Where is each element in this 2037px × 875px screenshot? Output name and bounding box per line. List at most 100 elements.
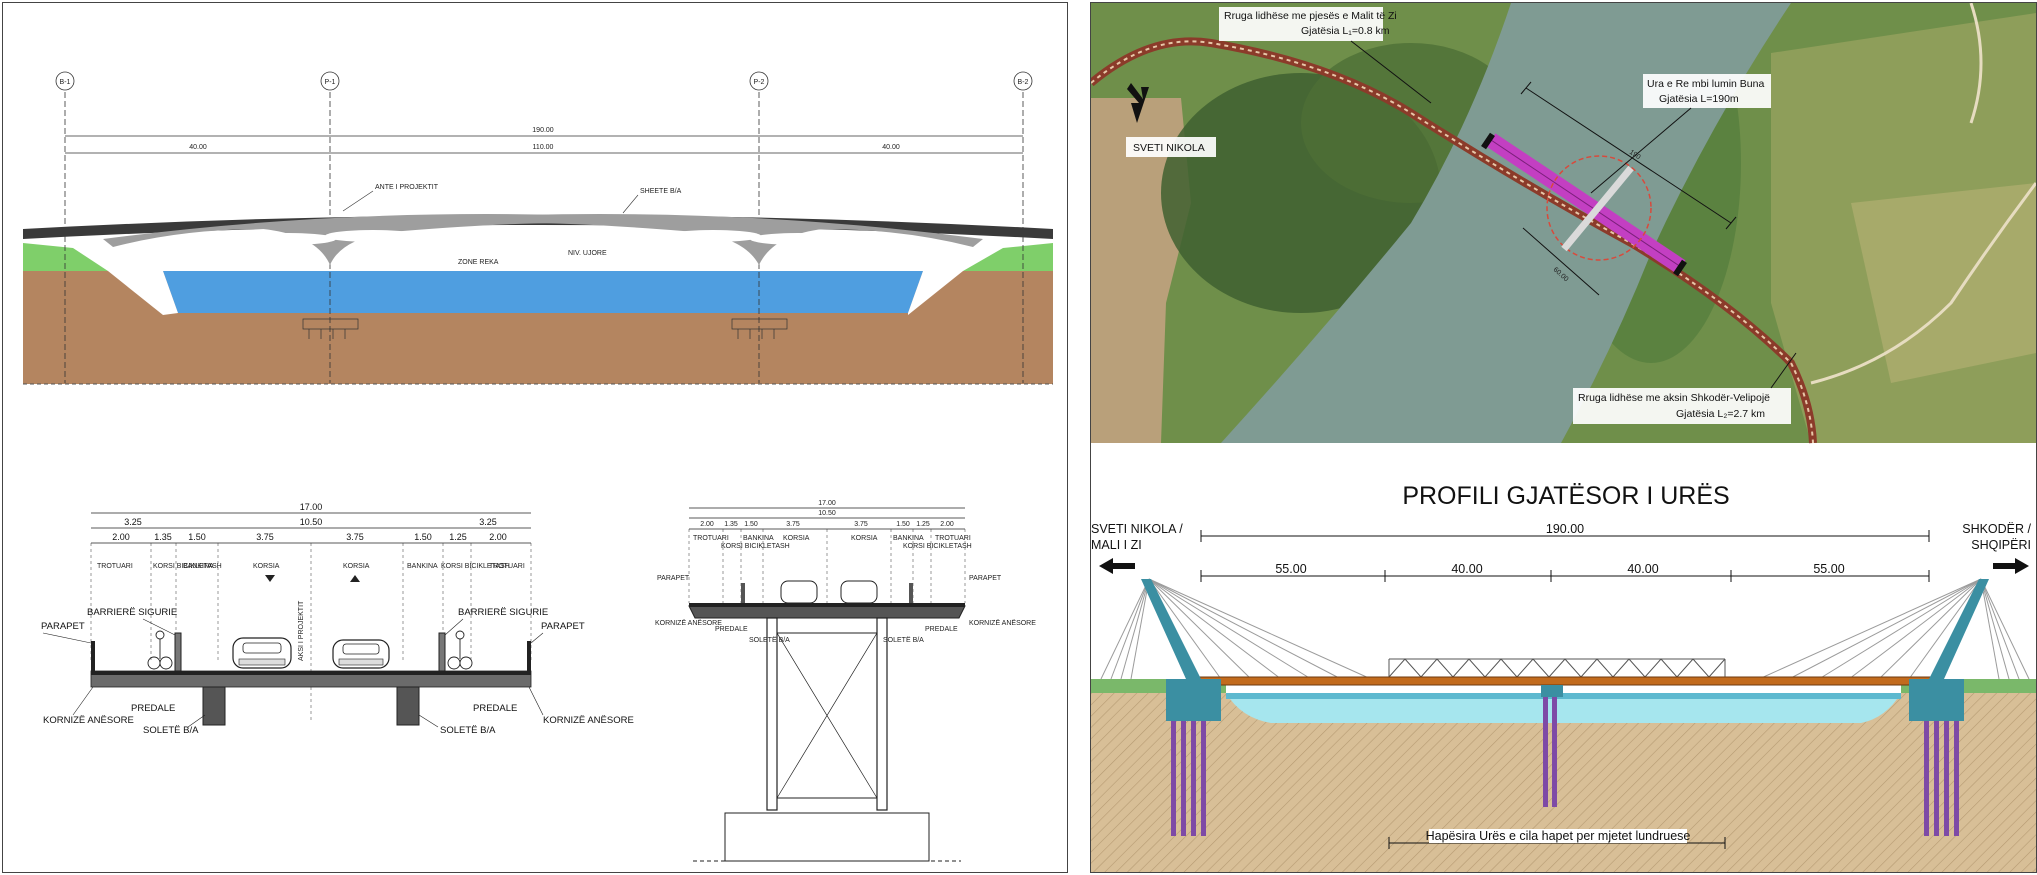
pier-label-8: TROTUARI [935,535,971,542]
pier-small-label-1: SOLETË B/A [749,636,790,644]
map-swing-span [1561,165,1634,252]
map-bridge-title: Ura e Re mbi lumin Buna [1647,78,1764,90]
cs-sub-width-2: 10.50 [300,517,323,527]
cs-lane-dim-4: 3.75 [256,532,274,542]
pier-dim-4: 3.75 [786,521,800,528]
cs-bottom-label-5: PREDALE [473,703,517,714]
map-road1-length: Gjatësia L₁=0.8 km [1301,25,1390,37]
annotation-deck: SHEETE B/A [640,188,682,195]
engineering-drawings-svg: B-1 P-1 P-2 B-2 190.00 40.00 110.00 40.0… [23,71,1053,862]
pier-label-1: TROTUARI [693,535,729,542]
left-bank-grass [23,243,108,271]
axis-marker-p1 [320,71,340,91]
cs-lane-dim-3: 1.50 [188,532,206,542]
right-bank-grass [963,243,1053,271]
elevation-river [163,271,923,313]
cs-axis-label: AKSI I PROJEKTIT [298,600,305,661]
cs-zone-label-1: TROTUARI [97,563,133,570]
axis-label-b2: B-2 [1018,79,1029,86]
bridge-elevation: B-1 P-1 P-2 B-2 190.00 40.00 110.00 40.0… [23,71,1053,385]
profile-title: PROFILI GJATËSOR I URËS [1402,482,1729,510]
cs-bottom-label-2: PREDALE [131,703,175,714]
profile-center-pier [1541,685,1563,697]
cs-girder-left [202,686,226,726]
profile-span-1: 55.00 [1275,562,1306,576]
cs-side-label-parapet-left: PARAPET [41,621,85,632]
elevation-pier-foundations [302,318,788,339]
cs-sub-width-1: 3.25 [124,517,142,527]
pier-side-label-3: PREDALE [715,626,748,633]
profile-pylon-right [1909,579,1989,721]
cs-zone-label-7: KORSI BICIKLETASH [441,563,510,570]
cs-lane-dim-7: 1.25 [449,532,467,542]
cs-girder-right [396,686,420,726]
profile-span-4: 55.00 [1813,562,1844,576]
cs-zone-label-5: KORSIA [343,563,370,570]
annotation-river-zone: ZONE REKA [458,259,499,266]
engineering-drawings-panel: B-1 P-1 P-2 B-2 190.00 40.00 110.00 40.0… [2,2,1068,873]
pier-label-6: BANKINA [893,535,924,542]
cs-lane-dim-6: 1.50 [414,532,432,542]
map-place-label: SVETI NIKOLA [1133,142,1205,154]
pier-dim-8: 2.00 [940,521,954,528]
pier-dim-5: 3.75 [854,521,868,528]
pier-cross-section: 17.00 10.50 2.00 1.35 1.50 3.75 3.75 1.5… [655,500,1036,862]
pier-dim-1: 2.00 [700,521,714,528]
annotation-axis: ANTE I PROJEKTIT [375,184,439,191]
axis-marker-b1 [55,71,75,91]
cs-zone-label-3: BANKINA [183,563,214,570]
pier-sub-width: 10.50 [818,510,836,517]
cs-zone-label-6: BANKINA [407,563,438,570]
pier-total-width: 17.00 [818,500,836,507]
map-and-profile-panel: 190 60.00 Rruga lidhëse me pjesës e Mali… [1090,2,2037,873]
pier-label-4: KORSIA [783,535,810,542]
cs-side-label-parapet-right: PARAPET [541,621,585,632]
cs-side-label-barrier-left: BARRIERË SIGURIE [87,607,177,618]
cs-bottom-label-6: KORNIZË ANËSORE [543,715,634,726]
axis-label-p2: P-2 [754,79,765,86]
pier-side-label-6: PREDALE [925,626,958,633]
profile-pylon-left [1141,579,1221,721]
pier-dim-3: 1.50 [744,521,758,528]
pier-dim-6: 1.50 [896,521,910,528]
cs-side-label-barrier-right: BARRIERË SIGURIE [458,607,548,618]
cs-zone-label-2: KORSI BICIKLETASH [153,563,222,570]
profile-river [1226,693,1901,723]
profile-span-2: 40.00 [1451,562,1482,576]
axis-label-p1: P-1 [325,79,336,86]
elevation-span-dim-3: 40.00 [882,144,900,151]
pier-label-7: KORSI BICIKLETASH [903,543,972,550]
axis-marker-b2 [1013,71,1033,91]
profile-truss [1388,658,1726,678]
profile-left-label-line1: SVETI NIKOLA / [1091,522,1183,536]
pier-column-right [876,617,888,811]
elevation-total-dim: 190.00 [532,127,554,134]
map-and-profile-svg: 190 60.00 Rruga lidhëse me pjesës e Mali… [1091,3,2036,872]
map-road1-title: Rruga lidhëse me pjesës e Malit të Zi [1224,10,1397,22]
aerial-map: 190 60.00 Rruga lidhëse me pjesës e Mali… [1091,3,2036,444]
map-swing-circle [1546,155,1652,261]
cs-bottom-label-4: SOLETË B/A [440,725,496,736]
pier-dim-2: 1.35 [724,521,738,528]
profile-left-label-line2: MALI I ZI [1091,538,1142,552]
pier-side-label-1: PARAPET [657,575,690,582]
cs-sub-width-3: 3.25 [479,517,497,527]
deck-cross-section: 17.00 3.25 10.50 3.25 2.00 1.35 1.50 3.7… [41,502,634,736]
cs-lane-dim-8: 2.00 [489,532,507,542]
profile-left-arrow [1099,558,1135,574]
axis-marker-p2 [749,71,769,91]
axis-label-b1: B-1 [60,79,71,86]
profile-right-label-line1: SHKODËR / [1962,522,2031,536]
pier-dim-7: 1.25 [916,521,930,528]
pier-side-label-5: KORNIZË ANËSORE [969,619,1036,627]
pier-side-label-2: KORNIZË ANËSORE [655,619,722,627]
cs-total-width: 17.00 [300,502,323,512]
cs-lane-dim-1: 2.00 [112,532,130,542]
cs-bottom-label-3: SOLETË B/A [143,725,199,736]
map-bridge-length: Gjatësia L=190m [1659,93,1739,105]
elevation-span-dim-2: 110.00 [533,144,554,151]
cs-zone-label-8: TROTUARI [489,563,525,570]
map-direction-arrow [1127,83,1149,123]
longitudinal-profile: PROFILI GJATËSOR I URËS SVETI NIKOLA / M… [1091,446,2036,872]
cs-zone-label-4: KORSIA [253,563,280,570]
